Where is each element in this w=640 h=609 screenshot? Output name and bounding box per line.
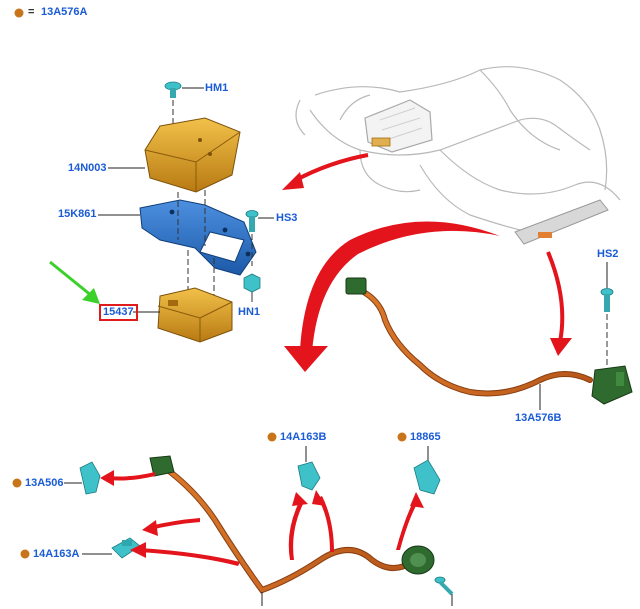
label-hs3[interactable]: HS3 — [276, 212, 298, 224]
clip-14a163b — [297, 461, 321, 491]
red-arrow-big-curve — [284, 221, 500, 372]
label-13a576b[interactable]: 13A576B — [515, 412, 562, 424]
dot-14a163a — [20, 549, 30, 559]
green-pointer-arrow — [49, 260, 100, 304]
label-14n003[interactable]: 14N003 — [68, 162, 107, 174]
harness-13a576b — [345, 277, 633, 405]
clip-13a506 — [79, 461, 101, 495]
vehicle-module-seat — [364, 99, 433, 153]
mounting-bracket-15k861 — [139, 199, 257, 276]
screw-hm1 — [164, 81, 182, 98]
legend-equals: = — [28, 6, 35, 18]
control-module-15437 — [157, 287, 233, 343]
label-18865[interactable]: 18865 — [410, 431, 441, 443]
dot-14a163b — [267, 432, 277, 442]
label-hn1[interactable]: HN1 — [238, 306, 261, 318]
harness-13a576a — [149, 455, 435, 594]
legend-code[interactable]: 13A576A — [41, 6, 88, 18]
dot-13a506 — [12, 478, 22, 488]
label-15437[interactable]: 15437 — [99, 304, 138, 321]
vehicle-wiring-context — [295, 66, 621, 231]
red-arrow-right-down — [546, 251, 572, 356]
red-arrows-lower — [100, 470, 424, 566]
module-cover-14n003 — [144, 117, 241, 193]
dot-18865 — [397, 432, 407, 442]
label-14a163b[interactable]: 14A163B — [280, 431, 327, 443]
label-hs2[interactable]: HS2 — [597, 248, 619, 260]
clip-18865 — [413, 459, 441, 495]
red-arrow-to-module — [282, 153, 369, 190]
screw-hs2 — [600, 288, 614, 312]
nut-hn1 — [243, 273, 261, 302]
screw-hs3 — [245, 210, 259, 232]
label-13a506[interactable]: 13A506 — [25, 477, 64, 489]
label-14a163a[interactable]: 14A163A — [33, 548, 80, 560]
label-hm1[interactable]: HM1 — [205, 82, 229, 94]
vehicle-rail-bracket — [514, 199, 609, 245]
bolt-bottom — [434, 576, 454, 596]
legend-dot — [14, 8, 24, 18]
label-15k861[interactable]: 15K861 — [58, 208, 97, 220]
